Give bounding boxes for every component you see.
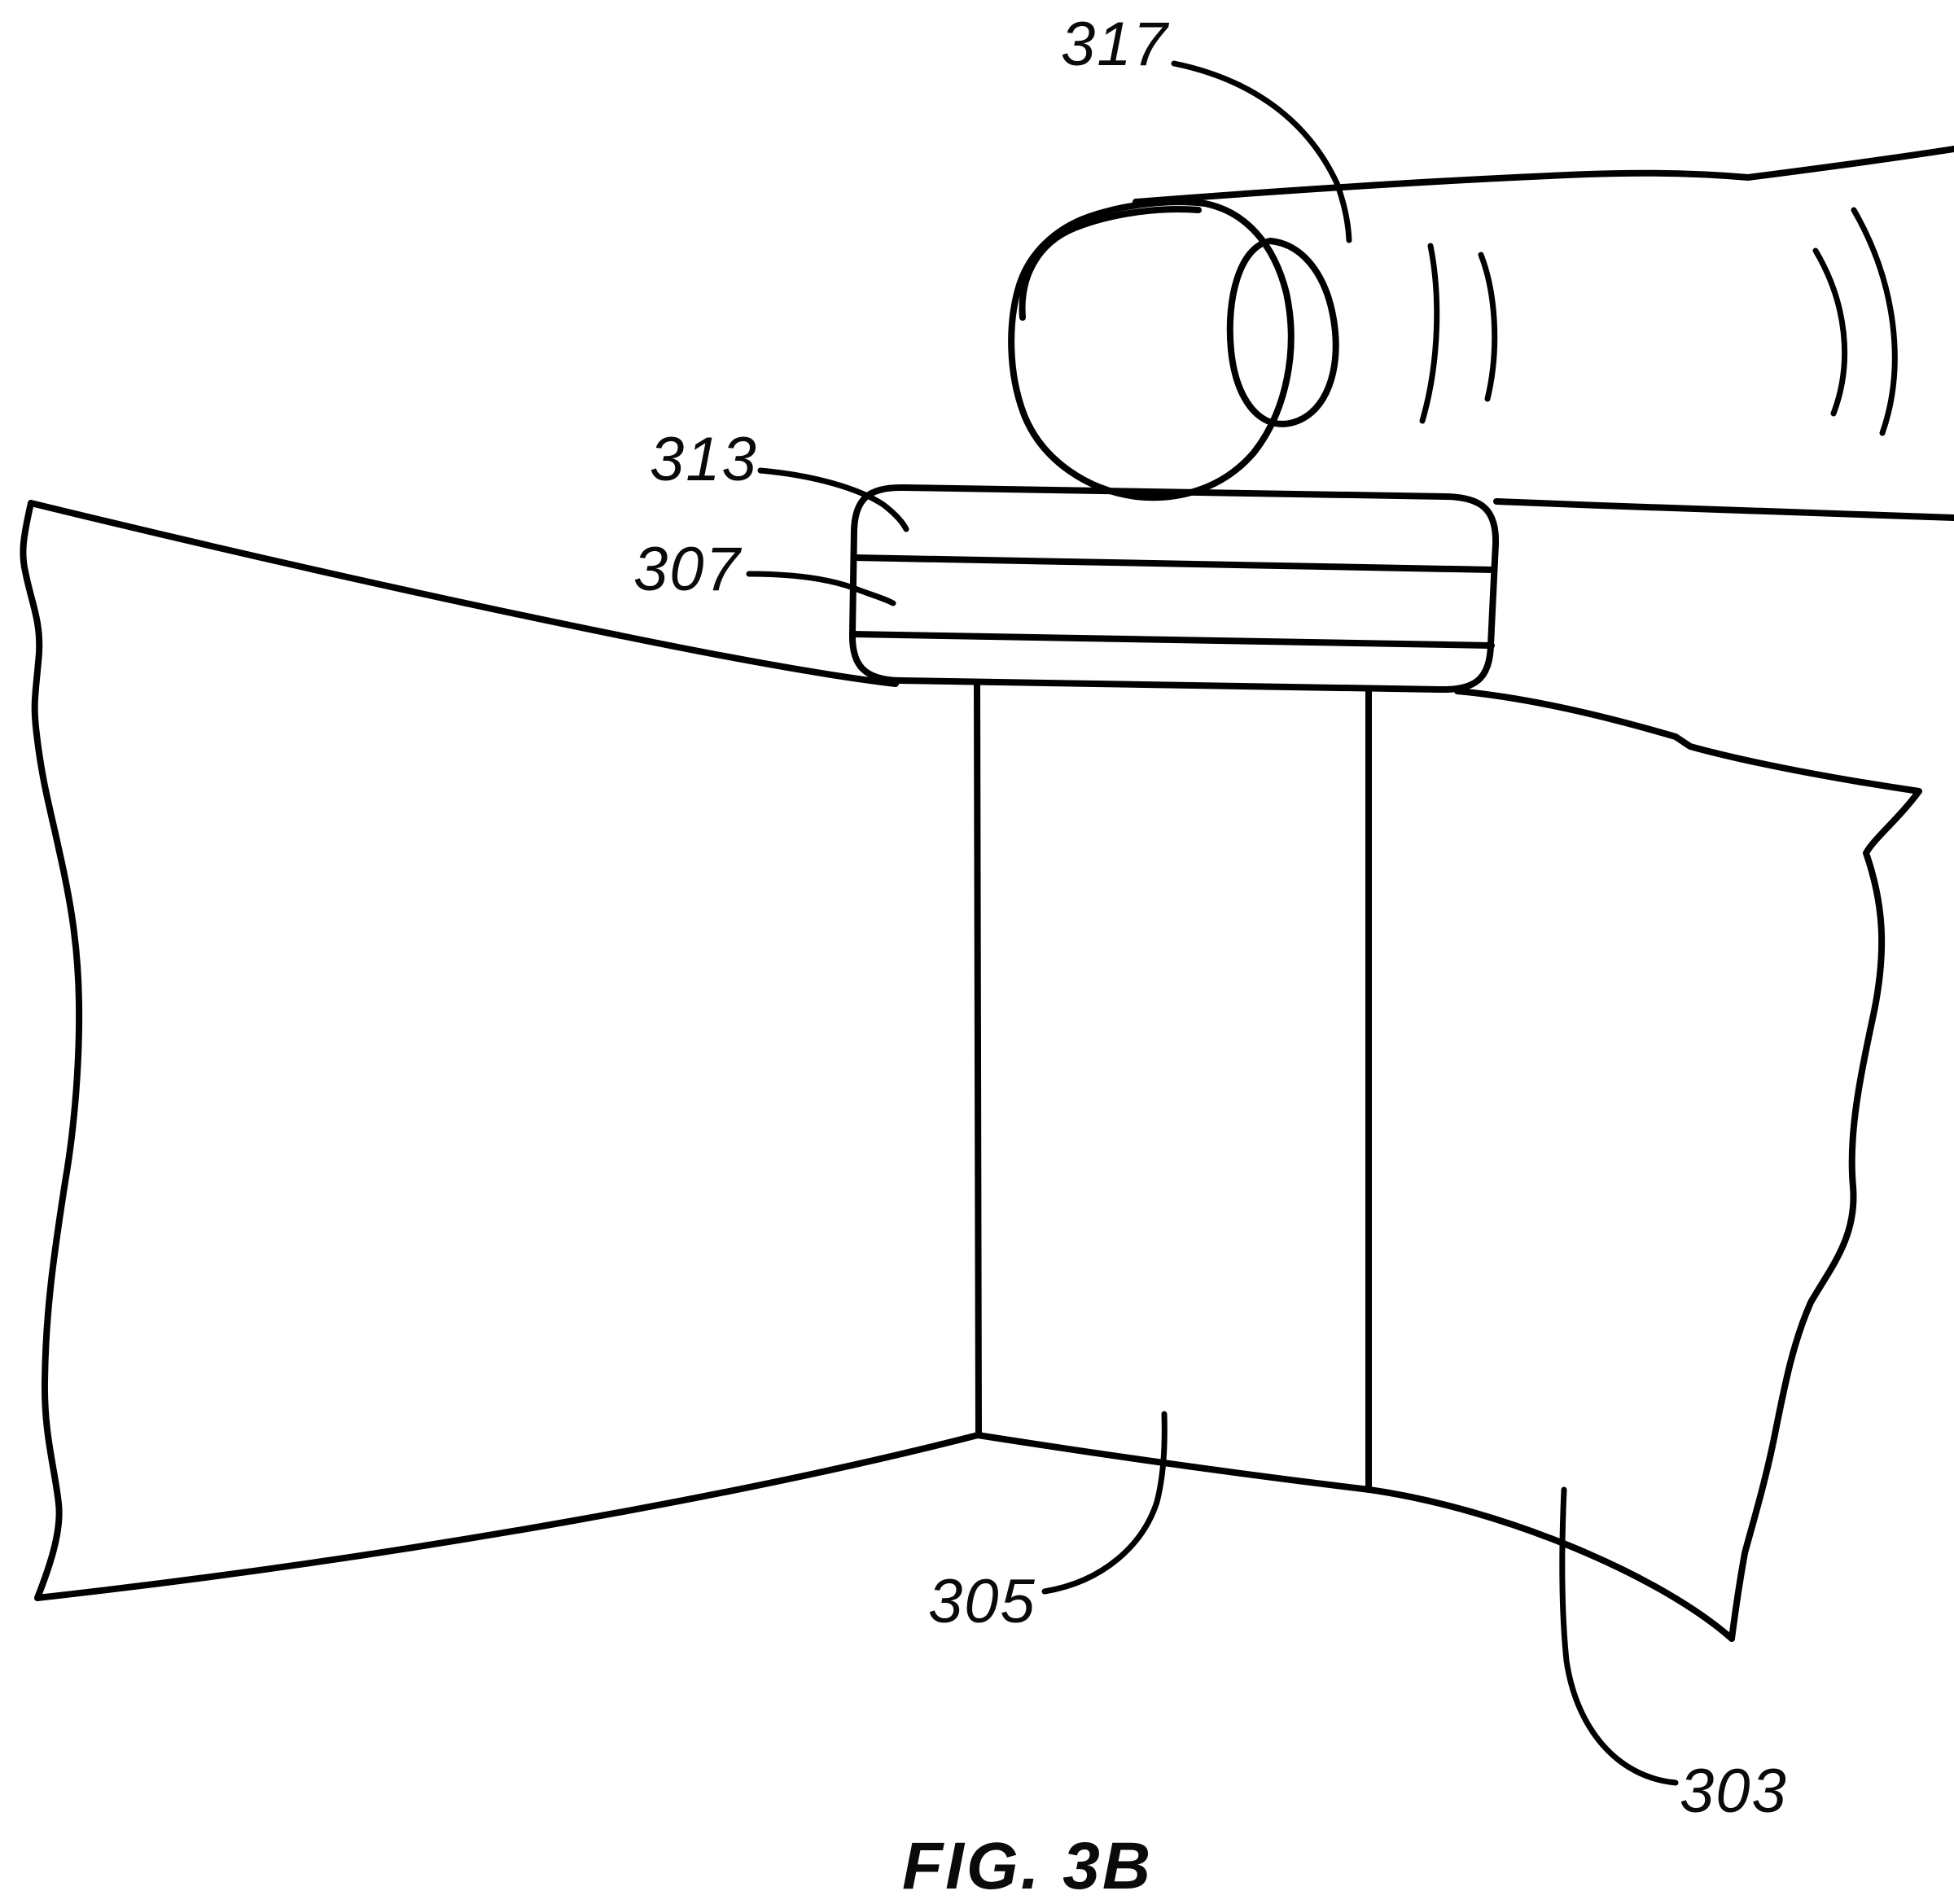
knuckle-crease-2	[1478, 252, 1498, 402]
leader-305	[1041, 1411, 1168, 1595]
leader-313	[757, 467, 909, 532]
figure-caption: FIG. 3B	[902, 1829, 1153, 1903]
device-body-outline	[848, 484, 1500, 694]
wrist-right-outline	[1454, 688, 1922, 1642]
line-art	[20, 60, 1954, 1786]
knuckle-crease-1	[1419, 243, 1440, 424]
leader-317	[1171, 60, 1352, 243]
leader-307	[746, 571, 896, 606]
finger-base-crease-1	[1812, 247, 1848, 417]
label-303: 303	[1680, 1757, 1788, 1826]
leader-303	[1559, 1486, 1679, 1786]
wrist-left-wavy-edge	[20, 500, 83, 1601]
label-307: 307	[633, 535, 743, 604]
fingernail-outline	[1226, 238, 1339, 427]
label-305: 305	[928, 1567, 1036, 1636]
hand-top-outline	[1133, 146, 1954, 205]
label-317: 317	[1061, 10, 1170, 79]
label-313: 313	[650, 425, 758, 494]
device-layer-line-bottom	[849, 631, 1495, 649]
reference-labels: 317 313 307 305 303	[633, 10, 1788, 1826]
fingertip-double-stroke	[1019, 205, 1202, 321]
fingertip-pad-outline	[1008, 199, 1295, 501]
finger-base-crease-2	[1851, 207, 1898, 436]
wrist-bottom-edge-right	[975, 1432, 1735, 1642]
device-layer-line-top	[851, 554, 1496, 573]
strap-left-edge	[974, 679, 982, 1438]
wrist-left-top-edge	[28, 500, 899, 687]
hand-underside-line	[1493, 498, 1954, 521]
wrist-bottom-edge-left	[34, 1432, 981, 1601]
